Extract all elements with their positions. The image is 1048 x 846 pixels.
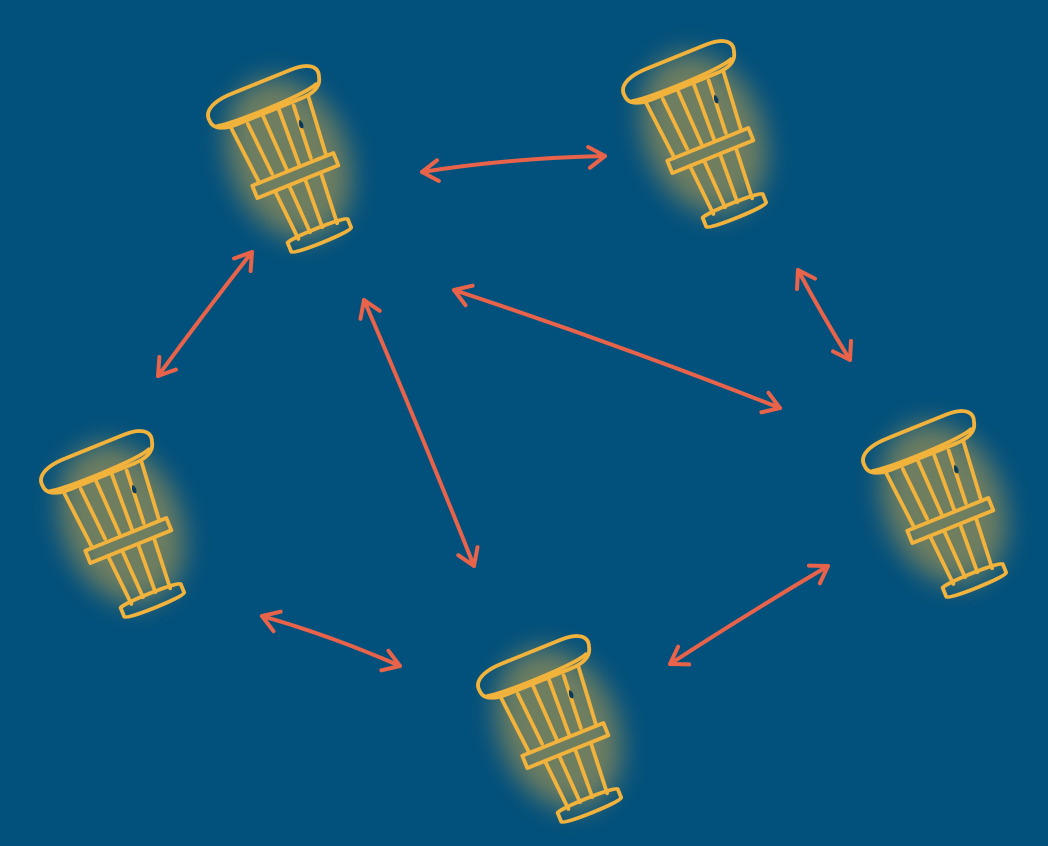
arrowhead — [358, 298, 382, 321]
node-top-right — [617, 34, 792, 240]
node-bottom-center — [472, 629, 647, 835]
pillar-icon — [35, 424, 210, 630]
arrowhead — [830, 338, 854, 362]
connection-arrow-middle-left-to-bottom-center — [260, 609, 402, 673]
connection-arrow-top-left-to-middle-right — [452, 283, 782, 415]
connection-arrow-top-left-to-bottom-center — [358, 298, 480, 568]
connection-arrow-top-left-to-middle-left — [156, 250, 254, 378]
pillar-icon — [202, 59, 377, 265]
node-top-left — [202, 59, 377, 265]
pillar-icon — [472, 629, 647, 835]
pillar-icon — [857, 404, 1032, 610]
arrowhead — [806, 563, 830, 586]
arrowhead — [156, 354, 178, 378]
arrowhead — [456, 545, 480, 568]
arrowhead — [759, 390, 782, 415]
connections — [156, 145, 854, 673]
nodes — [35, 34, 1032, 835]
node-middle-left — [35, 424, 210, 630]
arrowhead — [420, 158, 441, 183]
pillar-icon — [617, 34, 792, 240]
connection-arrow-bottom-center-to-middle-right — [668, 563, 830, 667]
arrowhead — [452, 283, 475, 308]
connection-arrow-top-right-to-middle-right — [794, 268, 854, 362]
node-middle-right — [857, 404, 1032, 610]
arrowhead — [260, 609, 283, 634]
arrowhead — [379, 648, 402, 673]
connection-arrow-top-left-to-top-right — [420, 145, 607, 183]
arrowhead — [668, 644, 692, 667]
arrowhead — [586, 145, 607, 170]
arrowhead — [232, 250, 254, 274]
arrowhead — [794, 268, 818, 292]
